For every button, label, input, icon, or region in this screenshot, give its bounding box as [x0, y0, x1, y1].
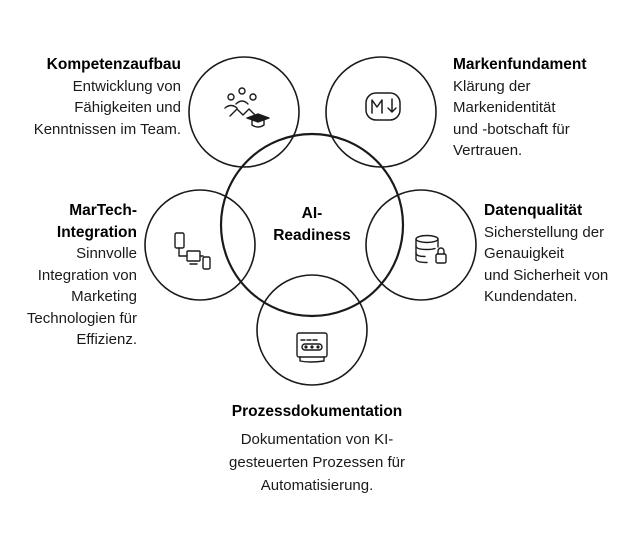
- marken-line: Markenidentität: [453, 99, 556, 116]
- kompetenz-text-block: Kompetenzaufbau Entwicklung von Fähigkei…: [34, 54, 181, 140]
- center-label: AI- Readiness: [262, 203, 362, 247]
- marken-line: und -botschaft für: [453, 120, 570, 138]
- martech-line: Effizienz.: [76, 331, 137, 348]
- kompetenz-line: Fähigkeiten und: [74, 99, 181, 116]
- daten-line: Kundendaten.: [484, 288, 578, 305]
- martech-circle: [144, 189, 256, 301]
- prozess-circle: [256, 274, 368, 386]
- center-circle: [219, 132, 405, 318]
- martech-line: Integration von: [37, 266, 137, 284]
- martech-title-line1: MarTech-: [69, 202, 137, 219]
- marken-circle: [325, 56, 437, 168]
- center-label-line1: AI-: [301, 205, 323, 222]
- martech-title-line2: Integration: [56, 223, 137, 241]
- kompetenz-circle: [188, 56, 300, 168]
- marken-text-block: Markenfundament Klärung der Markenidenti…: [453, 54, 587, 162]
- daten-circle: [365, 189, 477, 301]
- process-document-icon: [296, 332, 328, 363]
- daten-line: und Sicherheit von: [484, 266, 609, 284]
- martech-line: Sinnvolle: [76, 245, 137, 262]
- database-lock-icon: [415, 234, 447, 264]
- martech-text-block: MarTech- Integration Sinnvolle Integrati…: [27, 200, 137, 351]
- martech-line: Marketing: [71, 288, 137, 305]
- m-arrow-down-icon: [365, 92, 401, 121]
- kompetenz-line: Kenntnissen im Team.: [33, 120, 181, 138]
- daten-line: Sicherstellung der: [484, 223, 605, 241]
- marken-line: Vertrauen.: [453, 142, 523, 159]
- marken-title: Markenfundament: [453, 56, 587, 73]
- prozess-line: gesteuerten Prozessen für: [229, 454, 405, 471]
- marken-line: Klärung der: [453, 77, 531, 95]
- center-label-line2: Readiness: [273, 227, 351, 244]
- prozess-title: Prozessdokumentation: [231, 403, 403, 420]
- kompetenz-line: Entwicklung von: [72, 77, 181, 95]
- prozess-line: Automatisierung.: [260, 477, 374, 494]
- prozess-text-block: Prozessdokumentation Dokumentation von K…: [167, 400, 467, 497]
- daten-text-block: Datenqualität Sicherstellung der Genauig…: [484, 200, 608, 308]
- people-graduation-cap-icon: [224, 87, 270, 128]
- kompetenz-title: Kompetenzaufbau: [46, 56, 181, 73]
- daten-line: Genauigkeit: [484, 245, 565, 262]
- connected-devices-icon: [174, 232, 211, 270]
- daten-title: Datenqualität: [484, 202, 583, 219]
- prozess-line: Dokumentation von KI-: [240, 431, 394, 448]
- martech-line: Technologien für: [26, 309, 137, 327]
